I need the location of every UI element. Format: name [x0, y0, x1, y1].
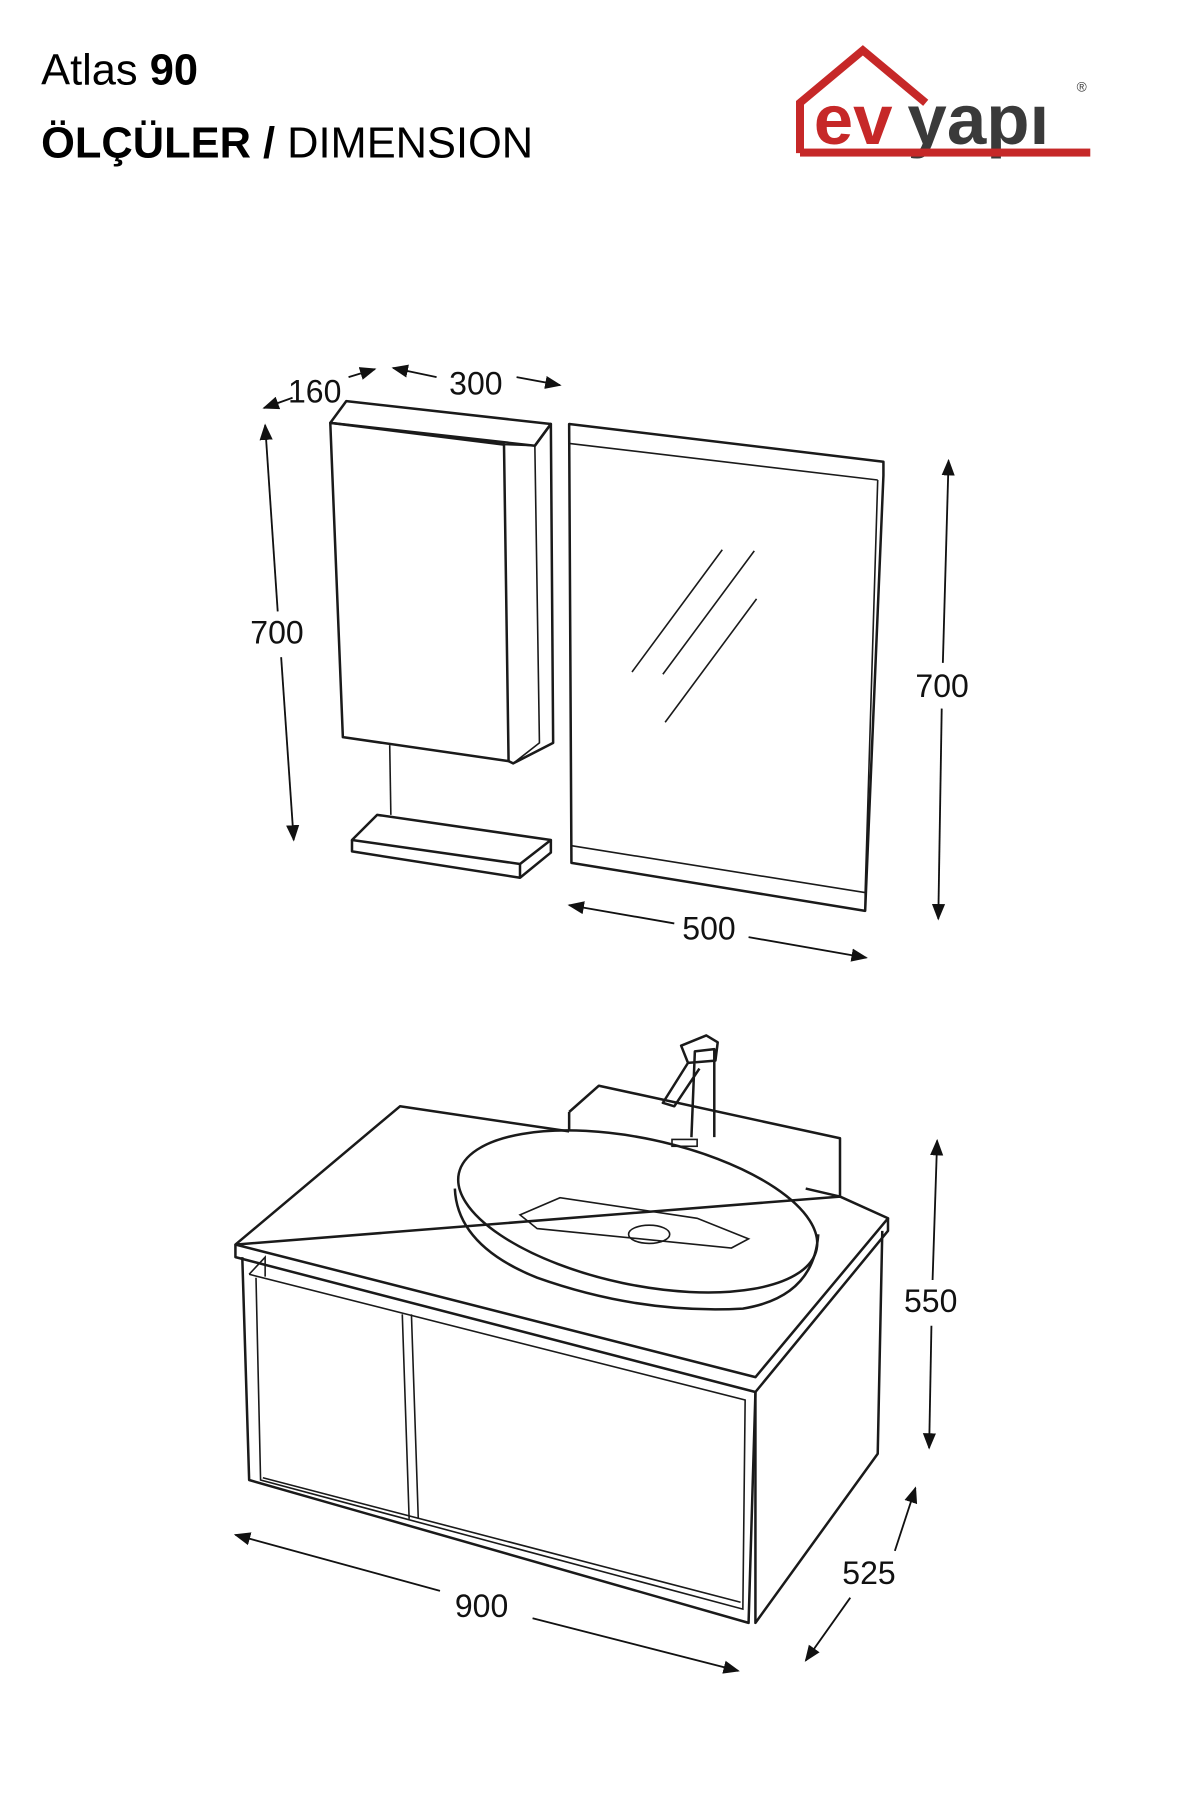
mirror-height-label: 700 — [915, 668, 968, 704]
svg-text:ev: ev — [814, 81, 893, 160]
vanity-unit — [234, 1034, 890, 1625]
product-title: Atlas 90 — [41, 47, 198, 95]
mirror-width-label: 500 — [682, 910, 735, 946]
dimension-lines — [233, 364, 955, 1674]
cabinet-width-label: 300 — [449, 365, 502, 401]
vanity-width-label: 900 — [455, 1588, 508, 1624]
vanity-depth-label: 525 — [842, 1555, 895, 1591]
evyapi-logo: ev yapı ® — [796, 45, 1091, 160]
cabinet-height-label: 700 — [250, 614, 303, 650]
page-title: ÖLÇÜLER / DIMENSION — [41, 120, 533, 168]
svg-text:yapı: yapı — [907, 81, 1049, 160]
mirror — [567, 422, 885, 913]
mirror-cabinet — [329, 399, 555, 879]
svg-text:®: ® — [1077, 79, 1087, 94]
vanity-height-label: 550 — [904, 1283, 957, 1319]
cabinet-depth-label: 160 — [288, 373, 341, 409]
